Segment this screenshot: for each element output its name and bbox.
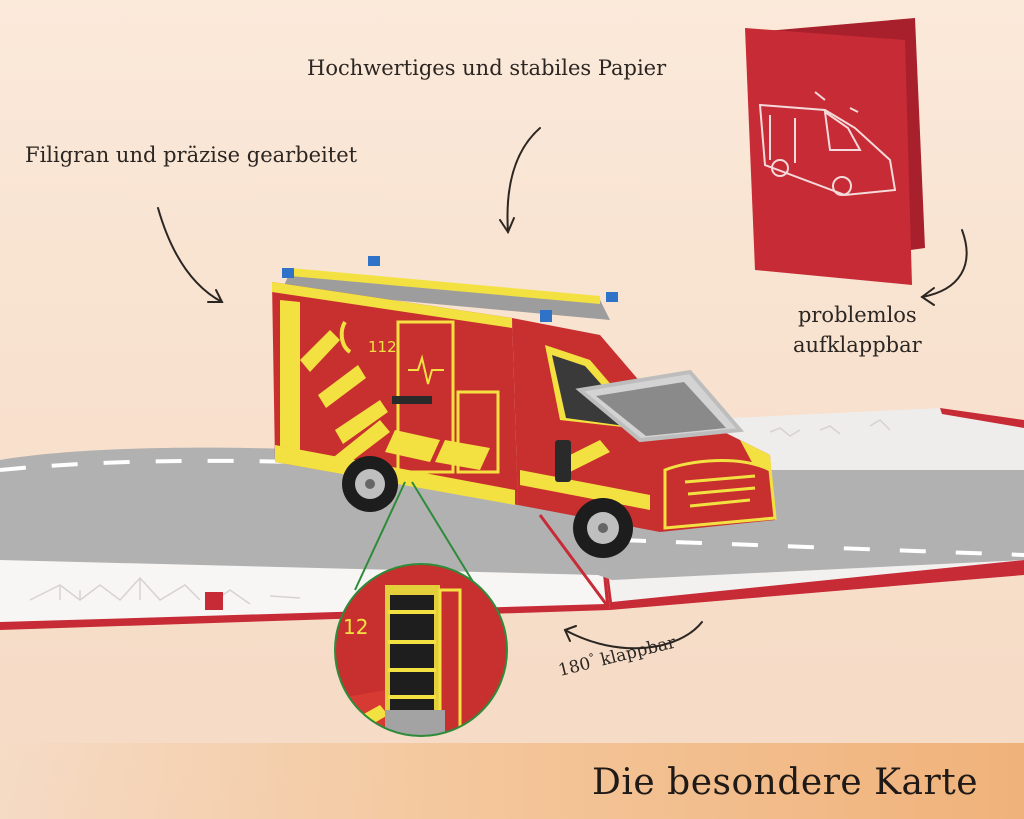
van-emergency-number: 112 bbox=[368, 338, 397, 356]
footer-title: Die besondere Karte bbox=[592, 762, 978, 803]
closed-card bbox=[745, 18, 925, 285]
arrow-to-body bbox=[157, 207, 223, 303]
fold-label-line1: problemlos bbox=[797, 303, 917, 327]
filigree-label: Filigran und präzise gearbeitet bbox=[25, 143, 358, 167]
paper-quality-label: Hochwertiges und stabiles Papier bbox=[307, 56, 667, 80]
arrow-to-roof bbox=[506, 127, 541, 233]
arrow-fold bbox=[564, 621, 703, 650]
footer-band bbox=[0, 743, 1024, 819]
fold-label-line2: aufklappbar bbox=[793, 333, 922, 357]
fold-label: problemlos aufklappbar bbox=[793, 300, 922, 360]
arrow-to-card bbox=[921, 229, 968, 298]
ambulance-popup bbox=[272, 256, 777, 558]
zoom-detail bbox=[334, 481, 508, 737]
annotation-arrows bbox=[157, 127, 968, 650]
zoom-number: 12 bbox=[343, 615, 368, 639]
